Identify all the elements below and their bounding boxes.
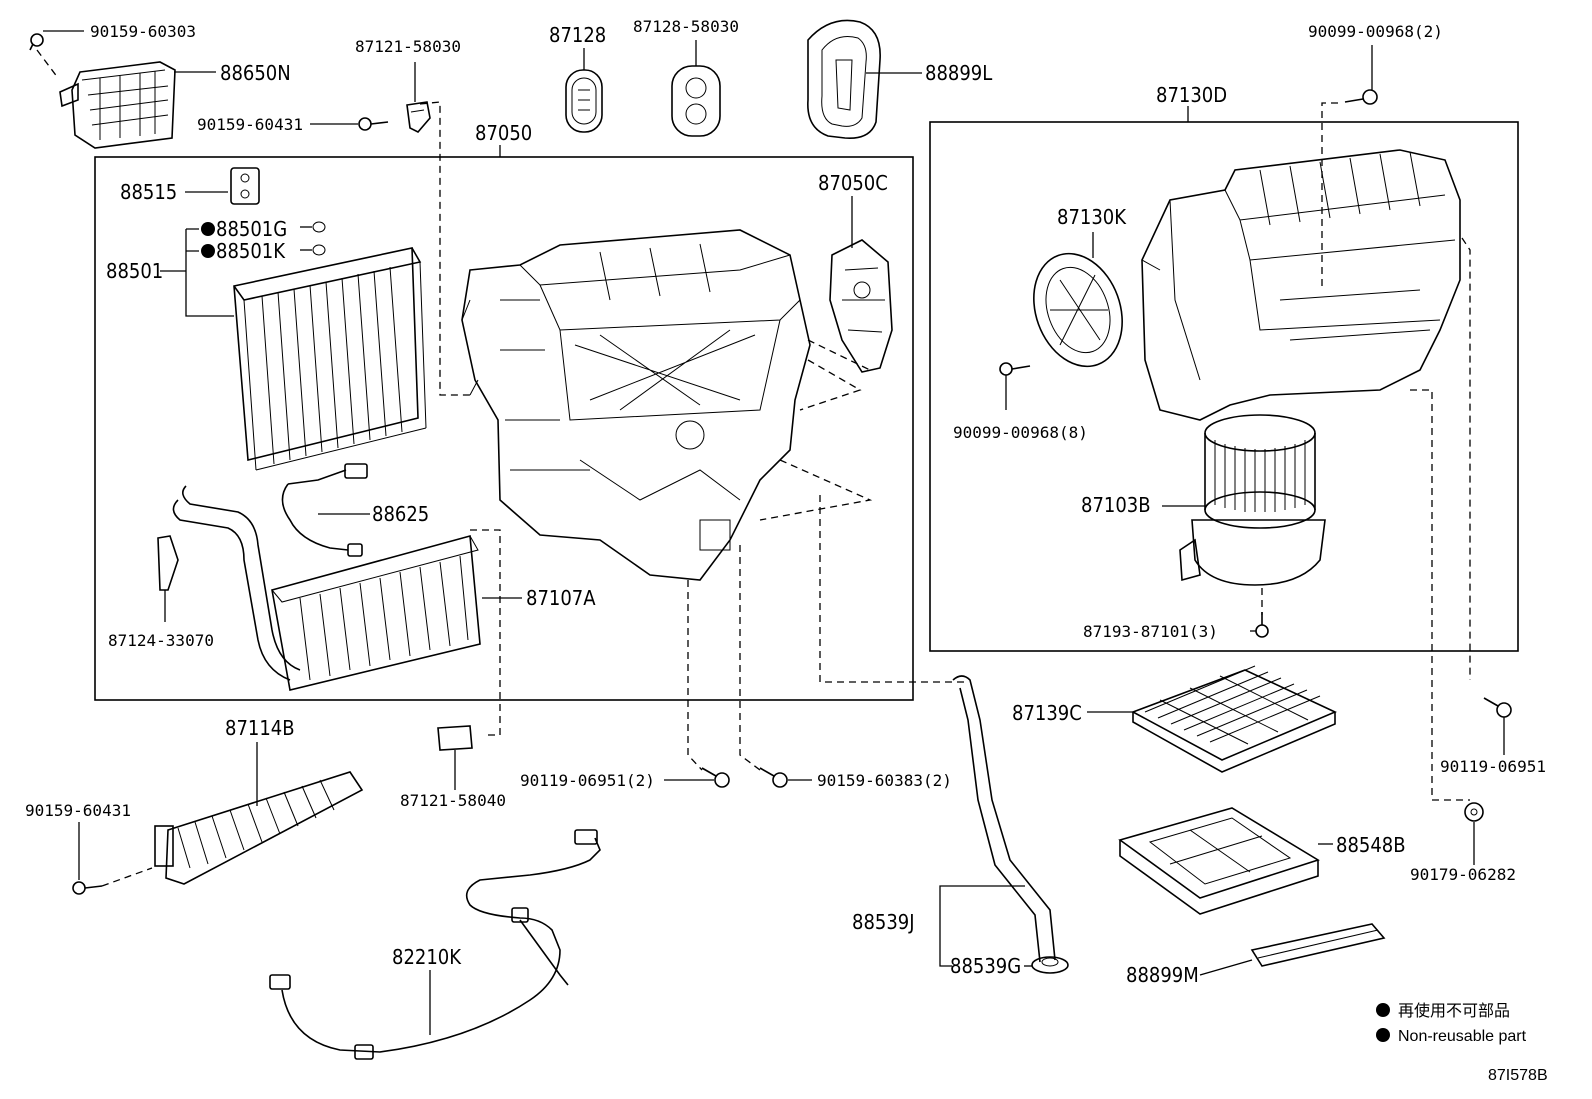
legend-dot-jp [1376, 1003, 1390, 1017]
label-87050C: 87050C [818, 171, 888, 195]
screw-icon [1255, 612, 1269, 638]
label-90159-60303: 90159-60303 [90, 22, 196, 41]
label-90099-00968-8: 90099-00968(8) [953, 423, 1088, 442]
label-90159-60431-top: 90159-60431 [197, 115, 303, 134]
label-88539G: 88539G [950, 954, 1021, 978]
ptc-heater-87114B-drawing [154, 771, 364, 885]
blower-motor-87103B-drawing [1179, 414, 1326, 586]
label-87121-58030: 87121-58030 [355, 37, 461, 56]
bracket-88650N-drawing [59, 61, 176, 149]
label-88501G: 88501G [216, 217, 287, 241]
screw-icon [1483, 697, 1512, 718]
o-ring-icon [312, 244, 326, 256]
label-88625: 88625 [372, 502, 429, 526]
label-88539J: 88539J [852, 910, 915, 934]
legend-japanese: 再使用不可部品 [1398, 1002, 1510, 1020]
screw-icon [72, 881, 103, 895]
label-82210K: 82210K [392, 945, 462, 969]
filter-case-88548B-drawing [1118, 807, 1320, 915]
screw-icon [759, 767, 788, 788]
heater-unit-87050-drawing [461, 229, 811, 581]
label-88548B: 88548B [1336, 833, 1406, 857]
clip-87121-58040-drawing [437, 725, 473, 751]
label-90119-06951: 90119-06951 [1440, 757, 1546, 776]
label-90159-60383-2: 90159-60383(2) [817, 771, 952, 790]
actuator-87050C-drawing [829, 239, 893, 373]
diagram-code: 87I578B [1488, 1067, 1548, 1084]
blower-case-87130D-drawing [1141, 149, 1461, 421]
label-87114B: 87114B [225, 716, 295, 740]
assembly-box-87050 [94, 156, 914, 701]
screw-icon [358, 117, 389, 131]
wire-harness-82210K-drawing [269, 829, 601, 1060]
label-90099-00968-2: 90099-00968(2) [1308, 22, 1443, 41]
seal-strip-88899M-drawing [1250, 923, 1386, 967]
washer-icon [1464, 802, 1484, 822]
label-88899M: 88899M [1126, 963, 1199, 987]
non-reusable-dot [201, 222, 215, 236]
label-87050: 87050 [475, 121, 532, 145]
duct-seal-88899L-drawing [807, 19, 881, 139]
non-reusable-dot [201, 244, 215, 258]
label-88501: 88501 [106, 259, 163, 283]
evaporator-88501-drawing [233, 247, 427, 471]
clip-87121-58030-drawing [406, 101, 431, 133]
label-90179-06282: 90179-06282 [1410, 865, 1516, 884]
label-87193-87101-3: 87193-87101(3) [1083, 622, 1218, 641]
label-90119-06951-2: 90119-06951(2) [520, 771, 655, 790]
label-87103B: 87103B [1081, 493, 1151, 517]
label-87128: 87128 [549, 23, 606, 47]
bracket-87124-33070-drawing [157, 535, 179, 591]
air-filter-87139C-drawing [1131, 665, 1337, 773]
seal-87128-58030-drawing [671, 65, 721, 137]
label-87130D: 87130D [1156, 83, 1227, 107]
expansion-valve-88515-drawing [230, 167, 260, 205]
screw-icon [999, 362, 1031, 376]
label-88501K: 88501K [216, 239, 286, 263]
label-90159-60431-bottom: 90159-60431 [25, 801, 131, 820]
sensor-88625-drawing [281, 463, 368, 557]
drain-hose-88539J-drawing [952, 675, 1056, 963]
screw-icon [29, 33, 44, 51]
heater-core-87107A-drawing [172, 485, 481, 691]
label-87121-58040: 87121-58040 [400, 791, 506, 810]
label-88650N: 88650N [220, 61, 291, 85]
assembly-box-87130D [929, 121, 1519, 652]
label-87124-33070: 87124-33070 [108, 631, 214, 650]
label-87128-58030: 87128-58030 [633, 17, 739, 36]
legend-dot-en [1376, 1028, 1390, 1042]
grommet-88539G-drawing [1031, 956, 1069, 974]
o-ring-icon [312, 221, 326, 233]
fan-cover-87130K-drawing [1033, 252, 1123, 368]
legend-english: Non-reusable part [1398, 1028, 1527, 1045]
screw-icon [1344, 89, 1378, 105]
label-87130K: 87130K [1057, 205, 1127, 229]
label-87107A: 87107A [526, 586, 596, 610]
label-88515: 88515 [120, 180, 177, 204]
screw-icon [701, 767, 730, 788]
label-88899L: 88899L [925, 61, 992, 85]
grommet-87128-drawing [565, 69, 603, 133]
label-87139C: 87139C [1012, 701, 1082, 725]
